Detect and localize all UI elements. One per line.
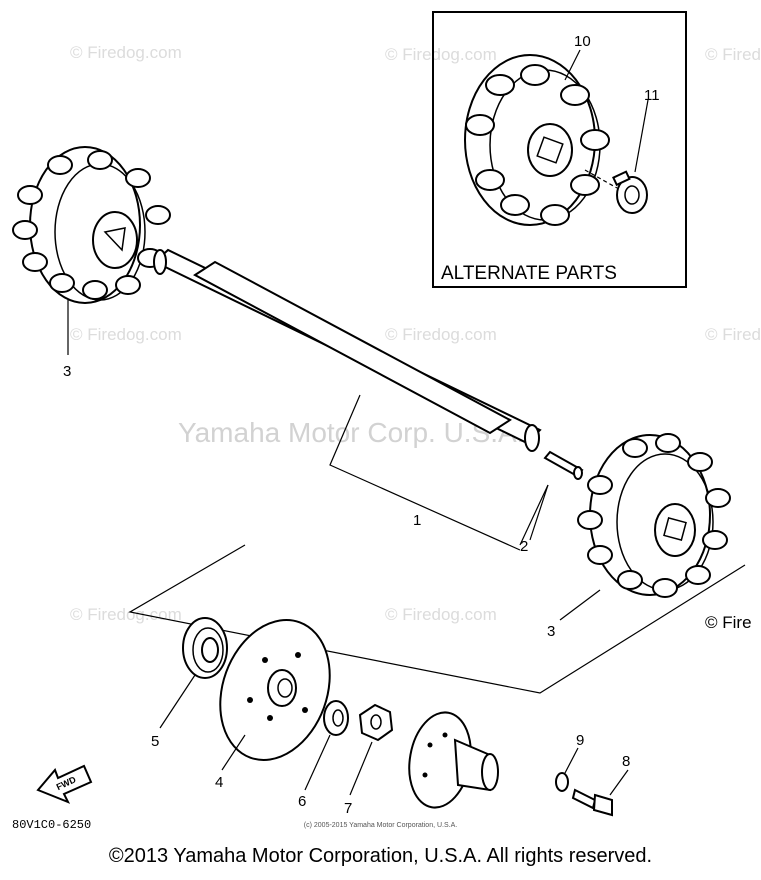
- watermark-center-text: Yamaha Motor Corp. U.S.A.: [178, 417, 525, 448]
- callout-8: 8: [622, 753, 630, 770]
- callout-6: 6: [298, 793, 306, 810]
- inset-border: [432, 11, 687, 288]
- watermark-text: © Firedog.com: [705, 45, 761, 64]
- nut-7: [358, 703, 394, 742]
- edge-watermark: © Fire: [705, 613, 752, 632]
- callouts: 3 1 2 3 5 4 6 7 9 8: [63, 300, 630, 817]
- washer-9: [555, 772, 569, 792]
- callout-1: 1: [413, 512, 421, 529]
- callout-7: 7: [344, 800, 352, 817]
- callout-10: 10: [574, 33, 591, 50]
- callout-2: 2: [520, 538, 528, 555]
- watermark-text: © Firedog.com: [385, 605, 497, 624]
- callout-5: 5: [151, 733, 159, 750]
- leader-line: [634, 99, 649, 173]
- footer-small-note: (c) 2005-2015 Yamaha Motor Corporation, …: [303, 822, 458, 829]
- watermark-text: © Firedog.com: [70, 325, 182, 344]
- callout-3: 3: [63, 363, 71, 380]
- callout-4: 4: [215, 774, 223, 791]
- sprocket-3-right: [577, 433, 731, 598]
- copyright-line: ©2013 Yamaha Motor Corporation, U.S.A. A…: [108, 845, 653, 867]
- callout-9: 9: [576, 732, 584, 749]
- fwd-arrow-icon: FWD: [36, 764, 93, 804]
- leader-line: [584, 169, 618, 189]
- inset-title: ALTERNATE PARTS: [441, 263, 617, 284]
- hub-flange: [408, 711, 499, 809]
- pin-2: [543, 450, 584, 480]
- sprocket-10: [464, 54, 610, 226]
- bolt-8: [571, 788, 613, 817]
- assembly-bracket: [128, 394, 746, 694]
- watermark-text: © Firedog.com: [70, 43, 182, 62]
- clamp-11: [612, 170, 648, 214]
- callout-11: 11: [644, 87, 660, 104]
- watermark-text: © Firedog.com: [70, 605, 182, 624]
- bearing-5: [182, 617, 228, 679]
- watermark-layer: © Firedog.com © Firedog.com © Firedog.co…: [70, 43, 761, 624]
- watermark-text: © Firedog.com: [385, 325, 497, 344]
- sprocket-3-left: [12, 146, 171, 304]
- callout-3: 3: [547, 623, 555, 640]
- alternate-parts-inset: 10 11 ALTERNATE PARTS: [432, 11, 687, 288]
- drive-shaft-1: [153, 248, 542, 452]
- flange-plate-4: [219, 619, 331, 761]
- watermark-text: © Firedog.com: [705, 325, 761, 344]
- leader-line: [564, 49, 581, 81]
- washer-6: [323, 700, 349, 736]
- watermark-text: © Firedog.com: [385, 45, 497, 64]
- part-code: 80V1C0-6250: [12, 818, 92, 832]
